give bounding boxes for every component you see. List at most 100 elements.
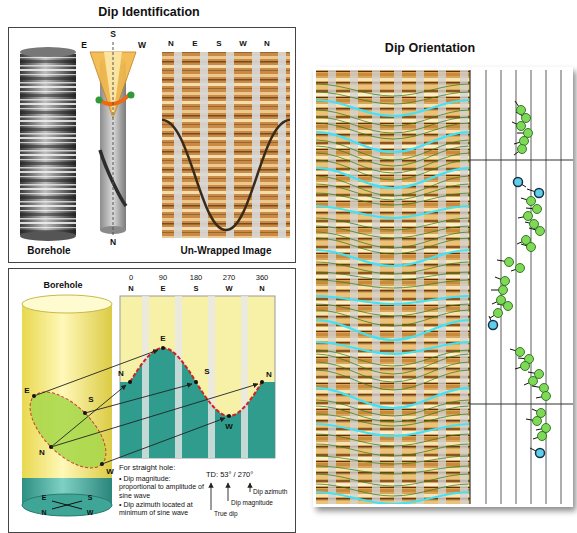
unwrapped-image (226, 52, 234, 238)
leader-arrow (102, 418, 225, 464)
image-caption: Borehole (43, 280, 82, 291)
image-log (438, 70, 446, 504)
tadpole-plot (518, 145, 527, 154)
image-log (316, 84, 470, 504)
note-bullet: • Dip magnitude: proportional to amplitu… (119, 475, 205, 500)
sine-wave-plot (175, 296, 182, 458)
image-log (316, 184, 470, 200)
annotation-arrow (211, 483, 212, 510)
image-log (316, 226, 470, 238)
compass-letter: S (110, 30, 116, 39)
point-letter: W (106, 468, 114, 477)
annotation-label: Dip azimuth (253, 488, 287, 495)
azimuth-letter: N (264, 40, 270, 49)
azimuth-letter: S (216, 40, 221, 49)
azimuth-letter: W (225, 285, 232, 293)
image-log (316, 280, 470, 288)
tadpole-plot (538, 432, 547, 441)
tadpole-plot (522, 114, 531, 123)
borehole-cylinder (52, 501, 82, 509)
point-letter: E (24, 387, 29, 396)
point-letter: N (118, 370, 124, 379)
degree-tick: 270 (223, 274, 236, 282)
borehole-photo (20, 52, 76, 236)
tadpole-plot (505, 258, 514, 267)
tadpole-plot (499, 286, 508, 295)
annotation-label: True dip (214, 510, 238, 517)
image-log (316, 238, 470, 254)
tadpole-plot (533, 417, 542, 426)
image-log (316, 193, 470, 205)
point-letter: S (204, 368, 209, 377)
tadpole-plot (470, 70, 573, 504)
tadpole-plot (504, 302, 513, 311)
tadpole-plot (527, 243, 536, 252)
image-log (316, 70, 470, 504)
tadpole-plot (516, 348, 525, 357)
degree-tick: 0 (129, 274, 133, 282)
tadpole-plot (486, 70, 487, 504)
sine-wave-plot (142, 296, 149, 458)
tadpole-plot (494, 309, 503, 318)
image-log (316, 272, 470, 280)
point-letter: E (160, 335, 165, 344)
tadpole-plot (524, 212, 533, 221)
image-log (316, 84, 470, 496)
tadpole-plot (517, 122, 526, 131)
degree-tick: 360 (256, 274, 269, 282)
tadpole-plot (527, 197, 536, 206)
tadpole-plot (542, 392, 551, 401)
image-log (316, 176, 470, 196)
image-log (316, 370, 470, 390)
panel-frame: Dip IdentificationBoreholeUn-Wrapped Ima… (8, 27, 296, 263)
image-log (316, 296, 470, 304)
tadpole-plot (561, 70, 562, 504)
image-log (316, 168, 470, 188)
image-log (316, 354, 470, 374)
tadpole-plot (489, 101, 546, 453)
azimuth-letter: N (128, 285, 133, 293)
image-log (316, 146, 470, 166)
image-log (316, 250, 470, 266)
compass-letter: N (110, 238, 116, 247)
point-letter: W (225, 423, 233, 432)
degree-tick: 180 (190, 274, 203, 282)
image-log (460, 70, 468, 504)
tadpole-plot (494, 106, 551, 441)
borehole-cylinder (52, 501, 82, 509)
compass-letter: S (88, 494, 93, 502)
tadpole-plot (521, 362, 530, 371)
image-log (316, 362, 470, 382)
tadpole-plot (514, 178, 523, 187)
borehole-cylinder (128, 92, 135, 99)
image-log (316, 84, 470, 96)
sine-wave-plot (120, 296, 275, 458)
unwrapped-image (162, 52, 290, 238)
image-log (316, 117, 470, 133)
leader-arrow (34, 350, 258, 464)
tadpole-plot (536, 449, 545, 458)
image-log (316, 262, 470, 274)
image-log (316, 456, 470, 464)
panel-title: Dip Orientation (385, 41, 475, 56)
tadpole-plot (489, 321, 498, 330)
panel-title: Dip Identification (98, 5, 199, 20)
sine-wave-plot (130, 348, 262, 416)
tadpole-plot (520, 137, 529, 146)
borehole-cylinder (90, 42, 136, 236)
tadpole-plot (469, 70, 470, 504)
azimuth-letter: N (259, 285, 264, 293)
image-log (316, 444, 470, 456)
image-log (316, 110, 470, 126)
borehole-cylinder (17, 295, 119, 516)
borehole-photo (20, 47, 76, 241)
point-letter: S (88, 396, 93, 405)
unwrapped-image (252, 52, 260, 238)
tadpole-plot (517, 106, 526, 115)
image-log (316, 424, 470, 436)
tadpole-plot (529, 377, 538, 386)
compass-letter: E (81, 41, 87, 50)
image-log (316, 160, 470, 180)
